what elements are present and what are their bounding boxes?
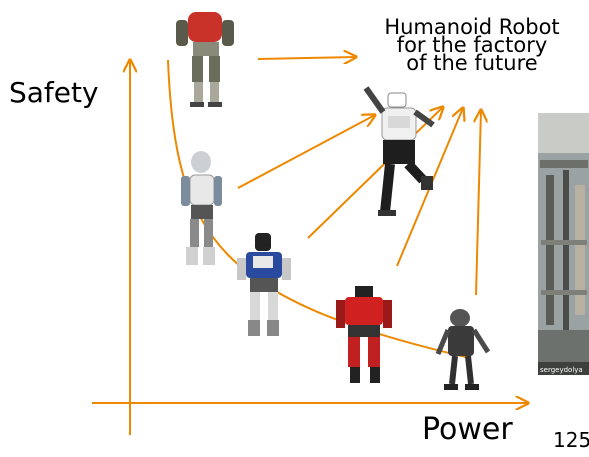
robot-running <box>363 86 435 216</box>
title-line-1: Humanoid Robot <box>384 15 560 39</box>
robot-dark-skeletal <box>435 309 491 390</box>
arrow-blue-robot <box>307 107 443 239</box>
title-line-3: of the future <box>406 51 538 75</box>
safety-axis-label: Safety <box>9 76 99 109</box>
title-line-2: for the factory <box>396 33 548 57</box>
robot-red-torso <box>176 12 234 107</box>
factory-photo-caption: sergeydolya <box>540 366 583 374</box>
robot-blue-white <box>237 233 291 336</box>
robot-white-grey <box>181 151 222 265</box>
diagram-title: Humanoid Robot for the factory of the fu… <box>372 15 572 75</box>
arrow-dark-robot <box>476 110 481 296</box>
factory-photo: sergeydolya <box>538 113 589 375</box>
arrow-top <box>257 57 356 59</box>
page-number: 125 <box>553 428 589 452</box>
robot-red-black <box>336 286 392 383</box>
arrow-white-robot <box>237 115 375 189</box>
power-axis-label: Power <box>422 412 513 447</box>
